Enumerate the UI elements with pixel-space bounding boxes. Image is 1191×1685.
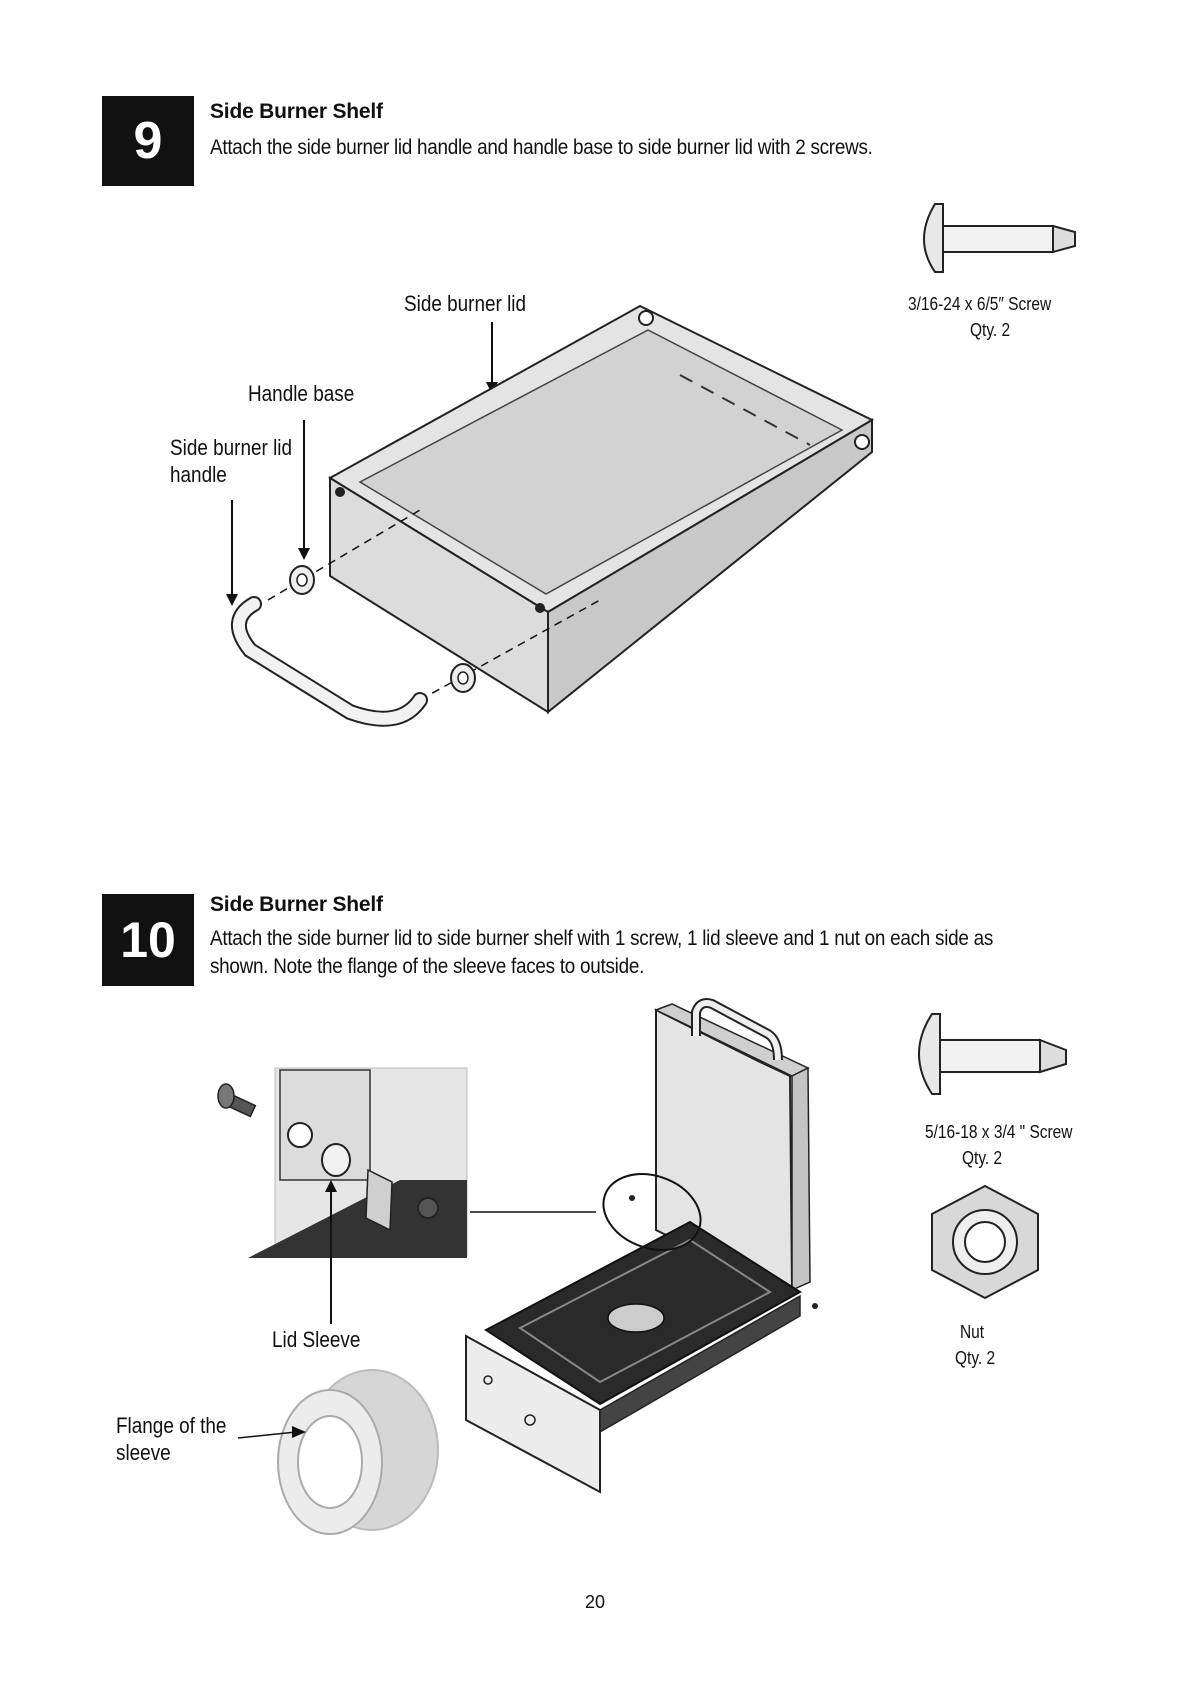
screw-9-qty: Qty. 2 <box>970 320 1011 340</box>
side-burner-shelf-illustration <box>217 998 818 1535</box>
handle-label-line2: handle <box>170 462 227 487</box>
side-burner-lid-illustration <box>226 304 875 727</box>
flange-label-line1: Flange of the <box>116 1413 227 1438</box>
step-10-badge: 10 <box>102 894 194 986</box>
screw-9-name: 3/16-24 x 6/5″ Screw <box>908 294 1052 314</box>
screw-9-head <box>923 203 944 273</box>
screw-10-qty: Qty. 2 <box>962 1148 1003 1168</box>
step-10-instruction-line2: shown. Note the flange of the sleeve fac… <box>210 955 645 978</box>
nut-qty: Qty. 2 <box>955 1348 996 1368</box>
screw-10-name: 5/16-18 x 3/4 " Screw <box>925 1122 1073 1142</box>
step-9-badge: 9 <box>102 96 194 186</box>
screw-10-tip <box>1039 1038 1067 1074</box>
screw-10-head <box>918 1013 941 1095</box>
screw-9-tip <box>1052 224 1076 254</box>
nut-hole <box>964 1221 1006 1263</box>
page-number: 20 <box>585 1592 606 1612</box>
nut-name: Nut <box>960 1322 985 1342</box>
screw-10-illustration <box>918 1013 1067 1095</box>
screw-9-shank <box>942 225 1054 253</box>
nut-illustration <box>931 1184 1039 1300</box>
step-9-title: Side Burner Shelf <box>210 100 383 123</box>
step-10-instruction-line1: Attach the side burner lid to side burne… <box>210 927 994 950</box>
lid-sleeve-label: Lid Sleeve <box>272 1327 361 1352</box>
step-10-number: 10 <box>120 912 176 968</box>
step-9-number: 9 <box>133 112 163 170</box>
handle-base-label: Handle base <box>248 381 355 406</box>
side-burner-lid-label: Side burner lid <box>404 291 527 316</box>
handle-label-line1: Side burner lid <box>170 435 293 460</box>
step-10-title: Side Burner Shelf <box>210 893 383 916</box>
screw-9-illustration <box>923 203 1076 273</box>
flange-label-line2: sleeve <box>116 1440 171 1465</box>
step-9-instruction: Attach the side burner lid handle and ha… <box>210 136 873 159</box>
